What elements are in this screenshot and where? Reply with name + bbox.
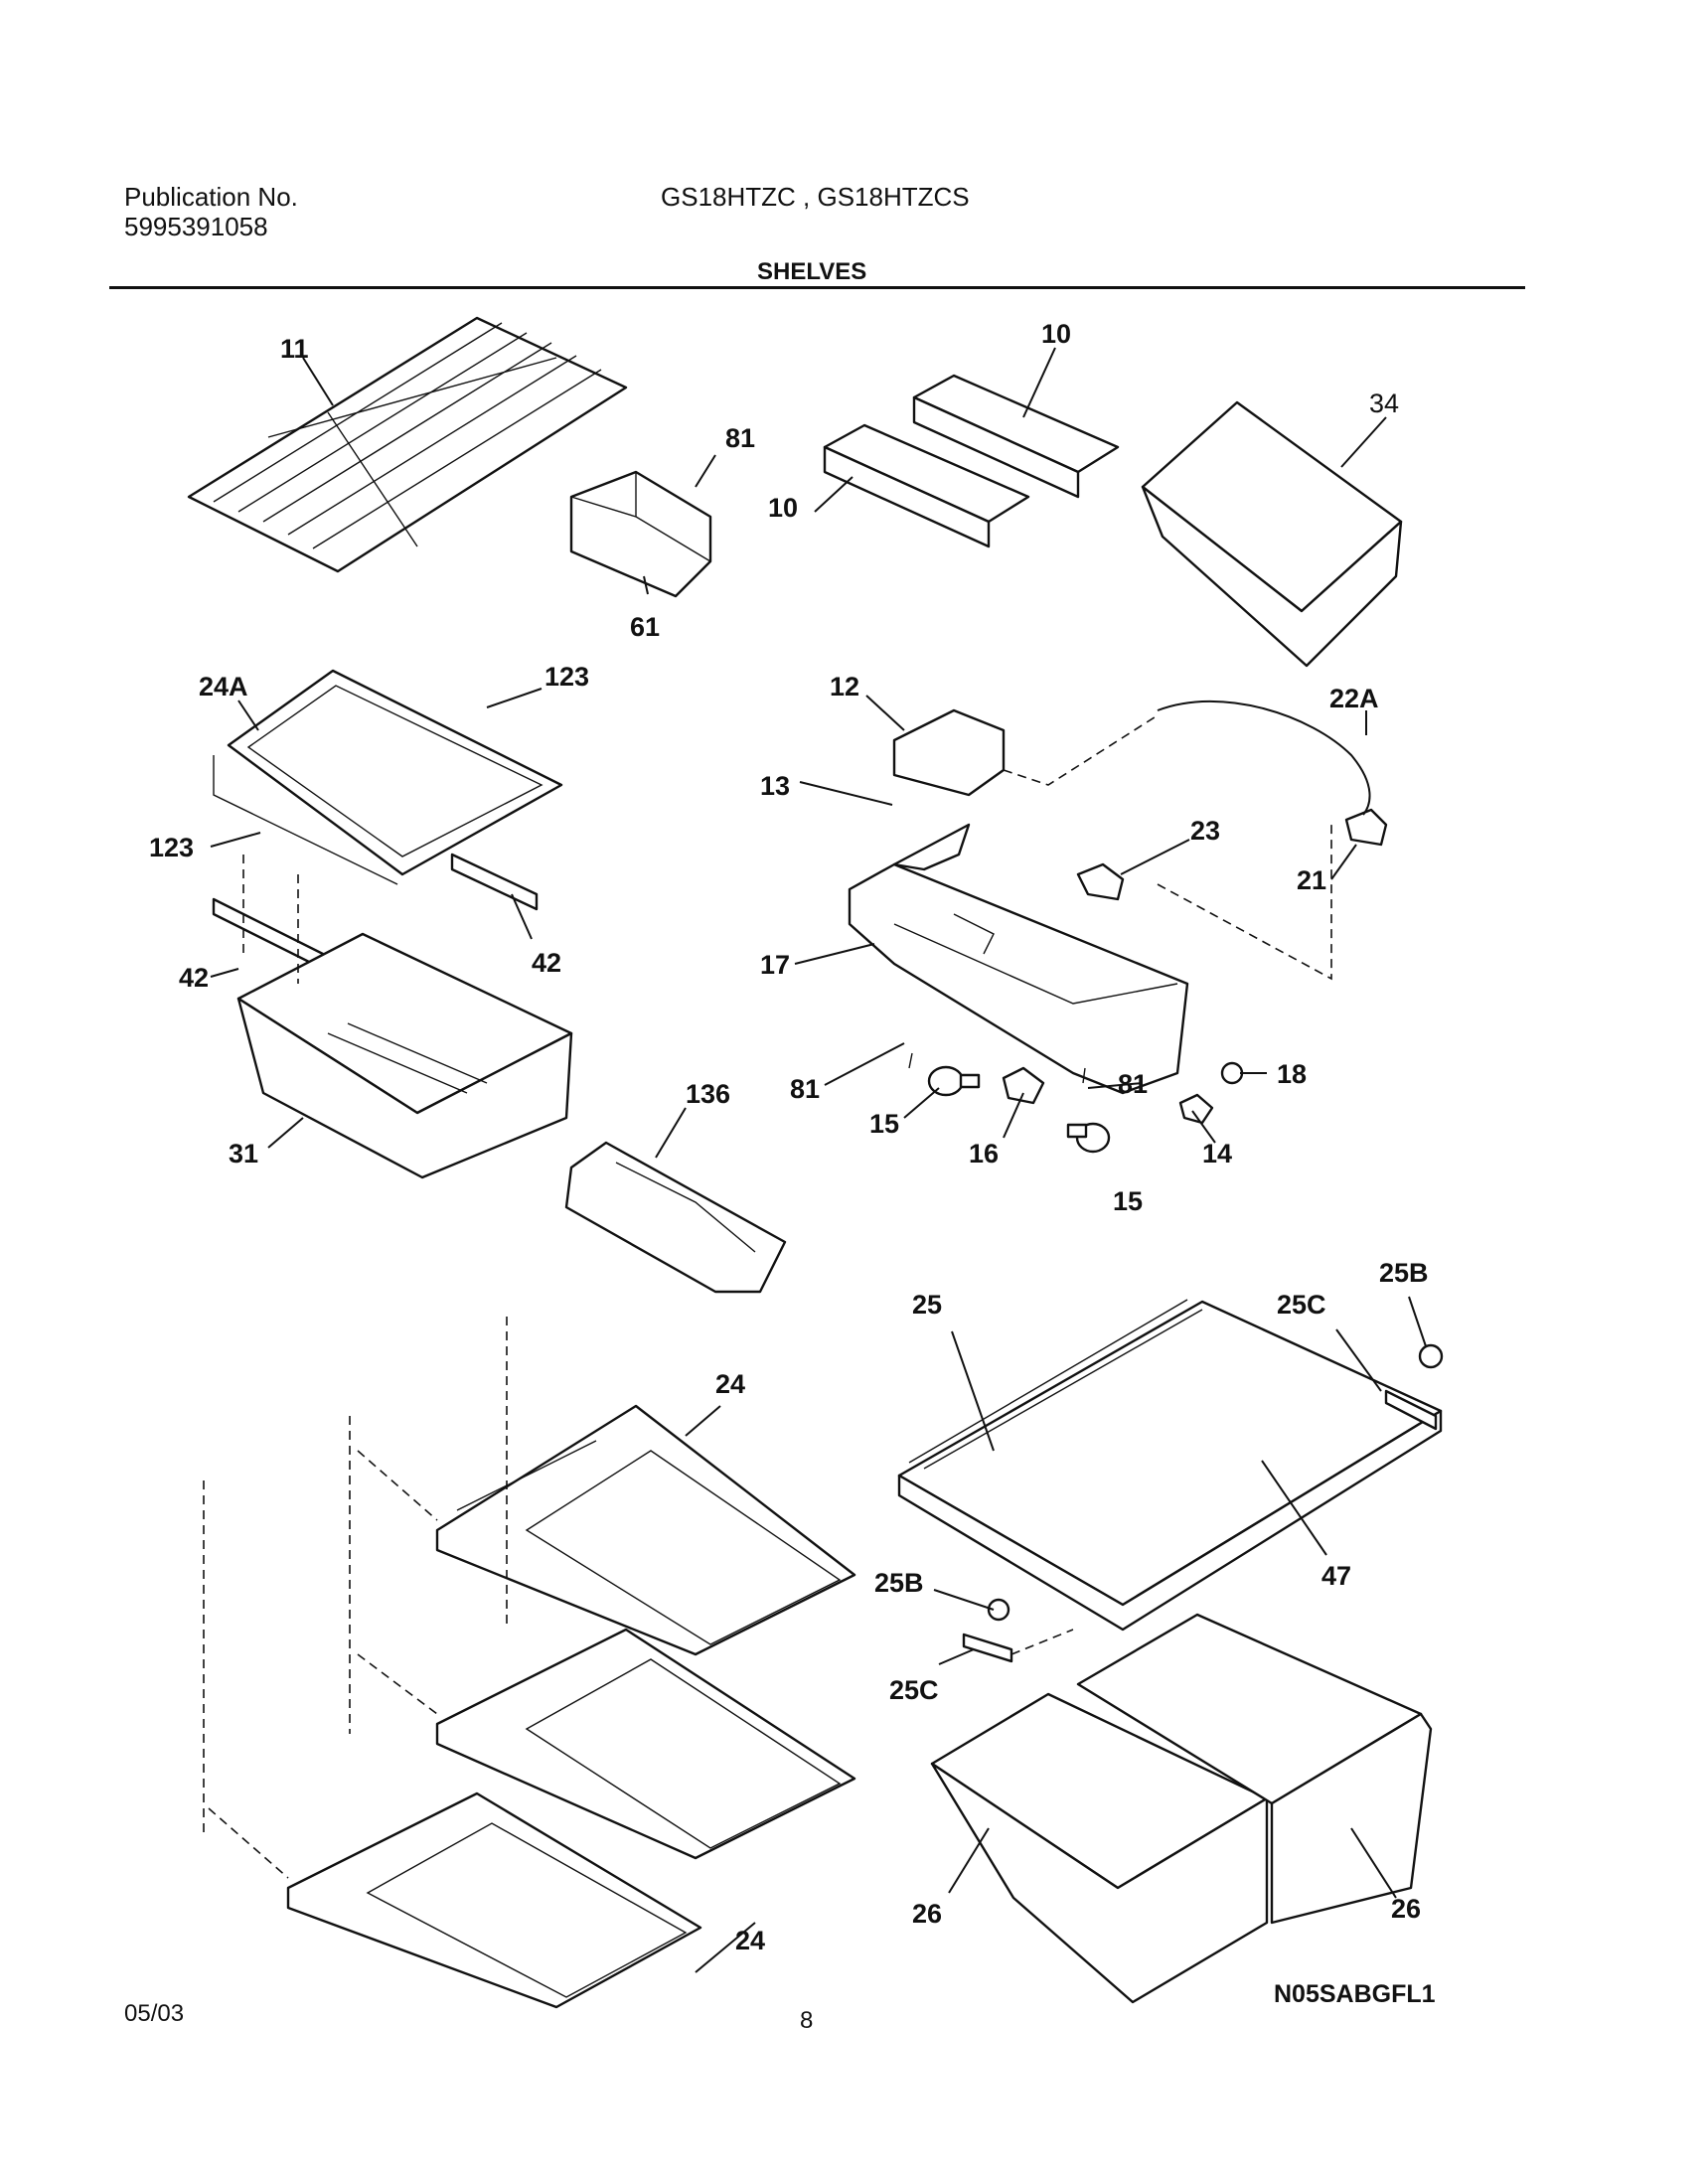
rail-guide-diagonal-2 [357,1653,438,1715]
callout-24-top: 24 [715,1369,745,1399]
callout-34: 34 [1369,389,1399,418]
callout-10-lower: 10 [768,493,798,523]
ice-tray-part-10-upper [912,374,1120,499]
deflector-part-13 [892,823,971,871]
screw-part-81 [908,1052,1086,1084]
ice-tray-part-10-lower [823,423,1030,548]
callout-22A: 22A [1329,684,1379,713]
callout-25: 25 [912,1290,942,1320]
callout-47: 47 [1321,1561,1351,1591]
callout-81-top: 81 [725,423,755,453]
clip-part-25B-right [1418,1343,1444,1369]
rail-guide-diagonal-3 [208,1807,289,1879]
glass-shelf-part-24-bottom [286,1791,702,2009]
callout-31: 31 [229,1139,258,1168]
bracket-part-25C-right [1384,1389,1438,1431]
shelf-part-24A [213,669,563,885]
callout-42-right: 42 [532,948,561,978]
glass-shelf-part-24-middle [435,1628,856,1860]
callout-26-right: 26 [1391,1894,1421,1924]
switch-part-21 [1344,808,1388,847]
crisper-drawer-part-26-right [1076,1613,1433,1925]
callout-12: 12 [830,672,859,701]
switch-part-14 [1178,1093,1214,1125]
wire-harness-22A [1157,700,1371,816]
assembly-guide-21 [1157,825,1332,981]
model-numbers: GS18HTZC , GS18HTZCS [661,182,970,212]
callout-25B-left: 25B [874,1568,924,1598]
callout-81-right: 81 [1118,1069,1148,1099]
callout-17: 17 [760,950,790,980]
callout-23: 23 [1190,816,1220,846]
leader-lines [210,347,1427,1973]
callout-123-left: 123 [149,833,194,862]
callout-42-left: 42 [179,963,209,993]
page-number: 8 [800,2007,814,2034]
callout-123-top: 123 [544,662,589,692]
assembly-guide-25C [1010,1629,1074,1655]
callout-81-left: 81 [790,1074,820,1104]
section-title: SHELVES [757,258,867,285]
callout-14: 14 [1202,1139,1232,1168]
wire-shelf-part-11 [187,316,628,573]
callout-25C-right: 25C [1277,1290,1326,1320]
crisper-drawer-part-26-left [930,1692,1269,2004]
bin-part-34 [1141,400,1403,668]
callout-136: 136 [686,1079,730,1109]
socket-part-16 [1002,1066,1045,1105]
publication-number: 5995391058 [124,212,268,241]
publication-label: Publication No. [124,182,298,212]
button-part-18 [1220,1061,1244,1085]
callout-10-upper: 10 [1041,319,1071,349]
footer-date: 05/03 [124,2000,185,2027]
callout-15-right: 15 [1113,1186,1143,1216]
callout-15-left: 15 [869,1109,899,1139]
light-housing-part-17 [848,862,1189,1095]
callout-26-left: 26 [912,1899,942,1929]
bracket-part-61 [569,470,712,598]
callout-13: 13 [760,771,790,801]
assembly-guide-24A [242,855,299,984]
assembly-guide-12 [1003,714,1159,786]
glass-shelf-part-24-top [435,1404,856,1656]
bracket-part-25C-left [962,1633,1013,1663]
callout-21: 21 [1297,865,1326,895]
cover-part-136 [564,1141,787,1294]
clip-part-25B-left [987,1598,1010,1622]
switch-part-23 [1076,862,1125,901]
header-rule [109,286,1525,289]
crisper-pan-part-31 [236,932,573,1179]
callout-11: 11 [280,334,309,364]
rail-guide-diagonal-1 [357,1450,438,1521]
housing-part-12 [892,708,1006,797]
callout-24-bottom: 24 [735,1926,765,1955]
rail-part-42-right [450,853,539,911]
bulb-part-15-right [1066,1122,1111,1154]
callout-16: 16 [969,1139,999,1168]
figure-code: N05SABGFL1 [1274,1980,1436,2008]
callout-61: 61 [630,612,660,642]
callout-25B-right: 25B [1379,1258,1429,1288]
callout-25C-left: 25C [889,1675,939,1705]
crisper-cover-part-25 [897,1299,1443,1632]
callout-24A: 24A [199,672,248,701]
callout-18: 18 [1277,1059,1307,1089]
